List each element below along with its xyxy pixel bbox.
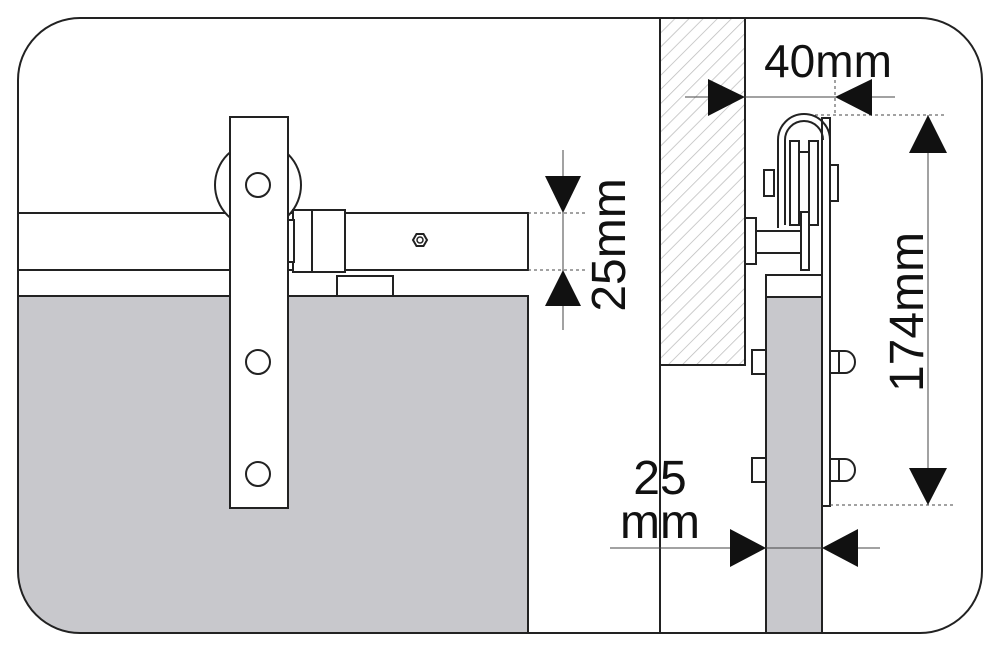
arrow-right-icon [730,529,766,567]
bolt-lower [751,457,856,483]
wall-bracket [744,217,757,265]
label-door-thickness-value: 25 [633,452,686,505]
strap-hole [245,461,271,487]
arrow-left-icon [822,529,858,567]
strap-hole [245,349,271,375]
hex-bolt-icon [411,233,429,247]
label-rail-thickness: 25mm [583,178,636,311]
door-side-view [765,274,823,633]
frame-border [17,17,983,634]
arrow-left-icon [835,79,872,116]
door-stop [336,275,394,297]
arrow-down-icon [545,176,581,213]
arrow-down-icon [909,468,947,505]
strap-hole [245,172,271,198]
arrow-up-icon [909,115,947,153]
label-door-thickness-unit: mm [620,496,700,549]
label-hanger-height: 174mm [881,232,934,392]
arrow-up-icon [545,270,581,306]
dimension-hanger-height [830,115,955,506]
wall-section [659,18,746,366]
hanger-loop [777,113,831,230]
label-wall-offset: 40mm [764,35,892,87]
arrow-right-icon [708,79,745,116]
wheel-side [789,140,800,226]
rail-spacer [292,209,346,273]
diagram-body [18,18,856,633]
bolt-upper [751,349,856,375]
